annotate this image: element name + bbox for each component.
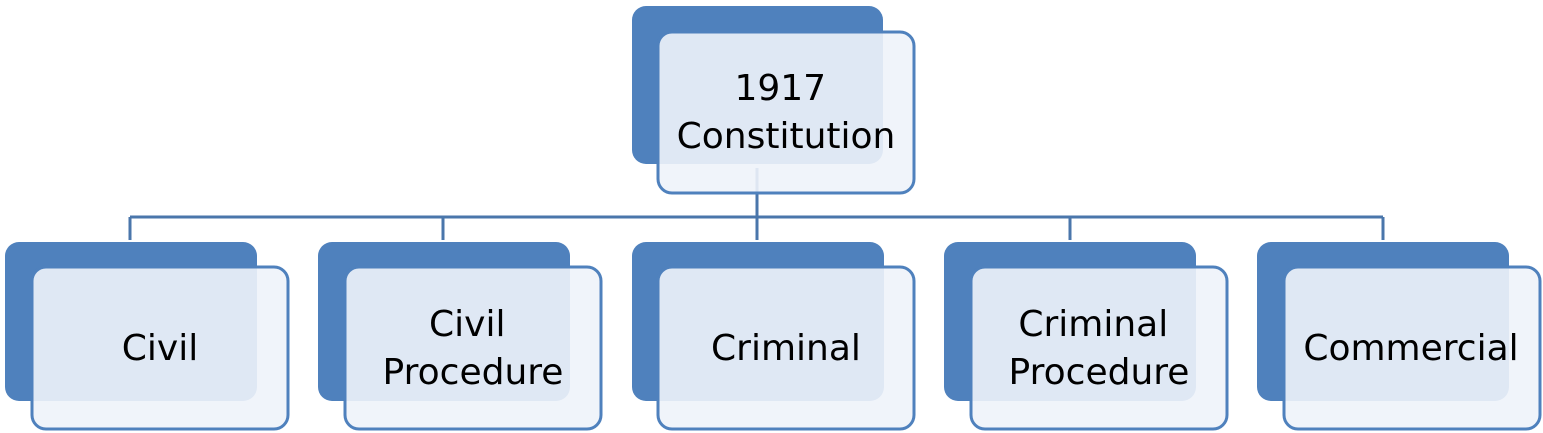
node-front-shape (343, 265, 603, 431)
civil-line-1: Civil (122, 328, 198, 369)
node-commercial: Commercial (1257, 242, 1542, 431)
root-line-2: Constitution (677, 116, 896, 157)
node-front-shape (656, 30, 916, 195)
civil-procedure-line-2: Procedure (383, 352, 564, 393)
commercial-line-1: Commercial (1303, 328, 1518, 369)
node-root: 1917 Constitution (632, 6, 916, 195)
node-front-shape (656, 265, 916, 431)
node-front-shape (969, 265, 1229, 431)
node-front-shape (1282, 265, 1542, 431)
criminal-procedure-line-1: Criminal (1018, 304, 1168, 345)
civil-procedure-line-1: Civil (429, 304, 505, 345)
node-criminal-procedure: Criminal Procedure (944, 242, 1229, 431)
svg-text:Civil: Civil (122, 328, 198, 369)
root-line-1: 1917 (734, 68, 826, 109)
connectors (128, 168, 1385, 240)
node-criminal: Criminal (632, 242, 916, 431)
node-civil-procedure: Civil Procedure (318, 242, 603, 431)
node-front-shape (30, 265, 290, 431)
svg-text:Civil Procedure: Civil Procedure (383, 304, 564, 393)
svg-text:Criminal: Criminal (711, 328, 861, 369)
criminal-procedure-line-2: Procedure (1009, 352, 1190, 393)
criminal-line-1: Criminal (711, 328, 861, 369)
node-civil: Civil (5, 242, 290, 431)
svg-text:Criminal Procedure: Criminal Procedure (1009, 304, 1190, 393)
svg-text:Commercial: Commercial (1303, 328, 1518, 369)
svg-text:1917 Constitution: 1917 Constitution (677, 68, 896, 157)
